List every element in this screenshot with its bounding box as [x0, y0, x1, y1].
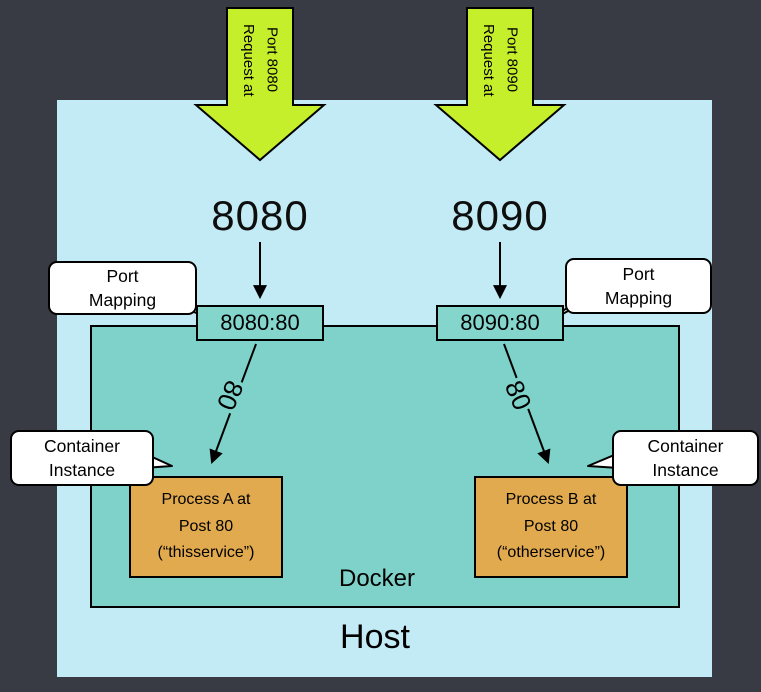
- container-instance-callout-right: Container Instance: [612, 430, 759, 486]
- process-a-box: Process A at Post 80 (“thisservice”): [129, 476, 283, 578]
- port-mapping-box-8090: 8090:80: [436, 305, 564, 341]
- docker-label: Docker: [338, 565, 416, 592]
- container-instance-callout-left: Container Instance: [10, 430, 154, 486]
- host-port-8090-number: 8090: [451, 192, 549, 239]
- host-label: Host: [340, 618, 410, 656]
- process-b-box: Process B at Post 80 (“otherservice”): [474, 476, 628, 578]
- port-mapping-box-8080: 8080:80: [196, 305, 324, 341]
- host-port-8080-number: 8080: [211, 192, 309, 239]
- port-mapping-callout-left: Port Mapping: [48, 261, 197, 315]
- request-arrow-8080-label: Request at Port 8080: [240, 23, 281, 97]
- port-mapping-callout-right: Port Mapping: [565, 258, 712, 314]
- request-arrow-8090-label: Request at Port 8090: [480, 23, 521, 97]
